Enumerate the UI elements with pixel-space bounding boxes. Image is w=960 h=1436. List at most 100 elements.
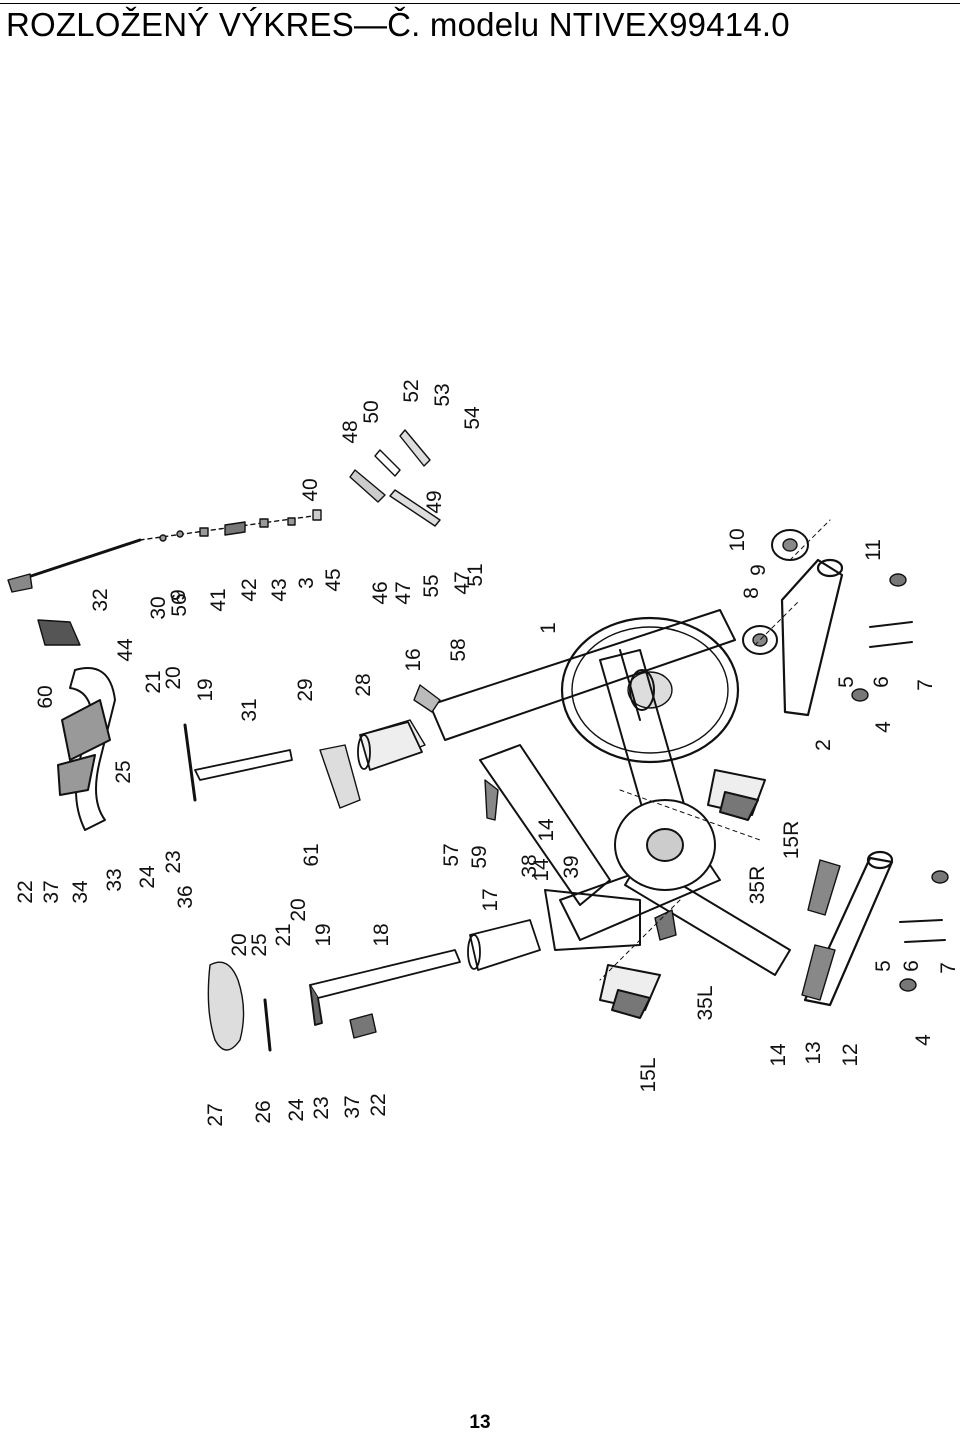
callout-42: 42 — [238, 578, 261, 601]
callout-1: 1 — [537, 622, 560, 634]
saddle — [207, 961, 245, 1051]
callout-35l: 35L — [694, 985, 717, 1020]
callout-6: 6 — [870, 676, 893, 688]
pedal-15r — [707, 769, 766, 821]
callout-22: 22 — [367, 1093, 390, 1116]
callout-5: 5 — [835, 676, 858, 688]
main-frame — [429, 609, 791, 976]
callout-14: 14 — [530, 858, 553, 882]
page-title: ROZLOŽENÝ VÝKRES—Č. modelu NTIVEX99414.0 — [6, 6, 790, 43]
callout-37: 37 — [40, 880, 63, 903]
callout-32: 32 — [89, 588, 112, 611]
callout-49: 49 — [423, 490, 446, 513]
console-mount — [37, 619, 81, 646]
brake-linkage — [349, 429, 441, 527]
callout-55: 55 — [420, 574, 443, 597]
callout-45: 45 — [322, 568, 345, 591]
callout-13: 13 — [802, 1041, 825, 1064]
callout-31: 31 — [238, 698, 261, 721]
callout-53: 53 — [431, 383, 454, 406]
callout-20: 20 — [287, 898, 310, 921]
callout-25: 25 — [248, 933, 271, 956]
callout-15l: 15L — [637, 1057, 660, 1092]
callout-35r: 35R — [746, 866, 769, 905]
handlebar — [57, 667, 116, 831]
bolts — [869, 621, 946, 943]
callout-14: 14 — [535, 818, 558, 842]
callout-10: 10 — [726, 528, 749, 551]
crank-arm-35l — [654, 909, 677, 941]
callout-24: 24 — [285, 1098, 308, 1122]
callout-7: 7 — [914, 679, 937, 691]
callout-5: 5 — [872, 960, 895, 972]
title-rule — [0, 3, 960, 4]
callout-54: 54 — [461, 406, 484, 430]
callout-12: 12 — [839, 1043, 862, 1066]
callout-2: 2 — [812, 739, 835, 751]
flywheel — [560, 616, 740, 764]
callout-6: 6 — [900, 960, 923, 972]
callout-7: 7 — [937, 962, 960, 974]
bracket-29 — [319, 744, 361, 809]
callout-52: 52 — [400, 379, 423, 402]
callout-3: 3 — [295, 577, 318, 589]
seat-housing-17 — [467, 919, 541, 971]
callout-9: 9 — [747, 564, 770, 576]
callout-15r: 15R — [780, 821, 803, 860]
callout-48: 48 — [339, 420, 362, 443]
rail-31 — [183, 723, 293, 802]
callout-40: 40 — [299, 478, 322, 501]
callout-11: 11 — [862, 539, 885, 561]
callout-51: 51 — [464, 563, 487, 586]
callout-9: 9 — [167, 589, 190, 601]
callout-4: 4 — [912, 1034, 935, 1046]
callout-23: 23 — [310, 1096, 333, 1119]
callout-41: 41 — [207, 588, 230, 611]
callout-43: 43 — [268, 578, 291, 601]
callout-56: 56 — [168, 593, 191, 616]
callout-19: 19 — [194, 678, 217, 701]
front-stabilizer — [780, 558, 844, 717]
callout-39: 39 — [560, 855, 583, 878]
foot-caps — [801, 859, 841, 1001]
callout-27: 27 — [204, 1103, 227, 1126]
levelers — [851, 573, 949, 992]
callout-28: 28 — [352, 673, 375, 696]
callout-47: 47 — [451, 571, 474, 594]
callout-20: 20 — [162, 666, 185, 689]
callout-24: 24 — [136, 865, 159, 889]
callout-14: 14 — [767, 1043, 790, 1067]
callout-23: 23 — [162, 850, 185, 873]
callout-8: 8 — [740, 587, 763, 599]
callout-57: 57 — [440, 843, 463, 866]
callout-17: 17 — [479, 888, 502, 911]
callout-21: 21 — [272, 923, 295, 946]
callout-61: 61 — [300, 843, 323, 866]
seat-housing-28 — [357, 721, 423, 771]
callout-19: 19 — [312, 923, 335, 946]
page-number: 13 — [469, 1412, 491, 1433]
callout-16: 16 — [402, 648, 425, 671]
callout-59: 59 — [468, 845, 491, 868]
assembly-leaders — [599, 519, 831, 981]
callout-44: 44 — [114, 638, 137, 662]
axis-small-parts — [159, 509, 322, 542]
callout-26: 26 — [252, 1100, 275, 1123]
callout-20: 20 — [228, 933, 251, 956]
callout-18: 18 — [370, 923, 393, 946]
callout-21: 21 — [142, 670, 165, 693]
callout-34: 34 — [69, 880, 92, 904]
callout-36: 36 — [174, 885, 197, 908]
callout-29: 29 — [294, 678, 317, 701]
callout-25: 25 — [112, 760, 135, 783]
rail-26 — [263, 998, 272, 1052]
callout-38: 38 — [518, 854, 541, 877]
callout-47: 47 — [392, 581, 415, 604]
callout-50: 50 — [360, 400, 383, 423]
callout-30: 30 — [147, 596, 170, 619]
seat-slider — [309, 949, 461, 1026]
knob-22 — [349, 1013, 377, 1039]
callout-33: 33 — [103, 868, 126, 891]
